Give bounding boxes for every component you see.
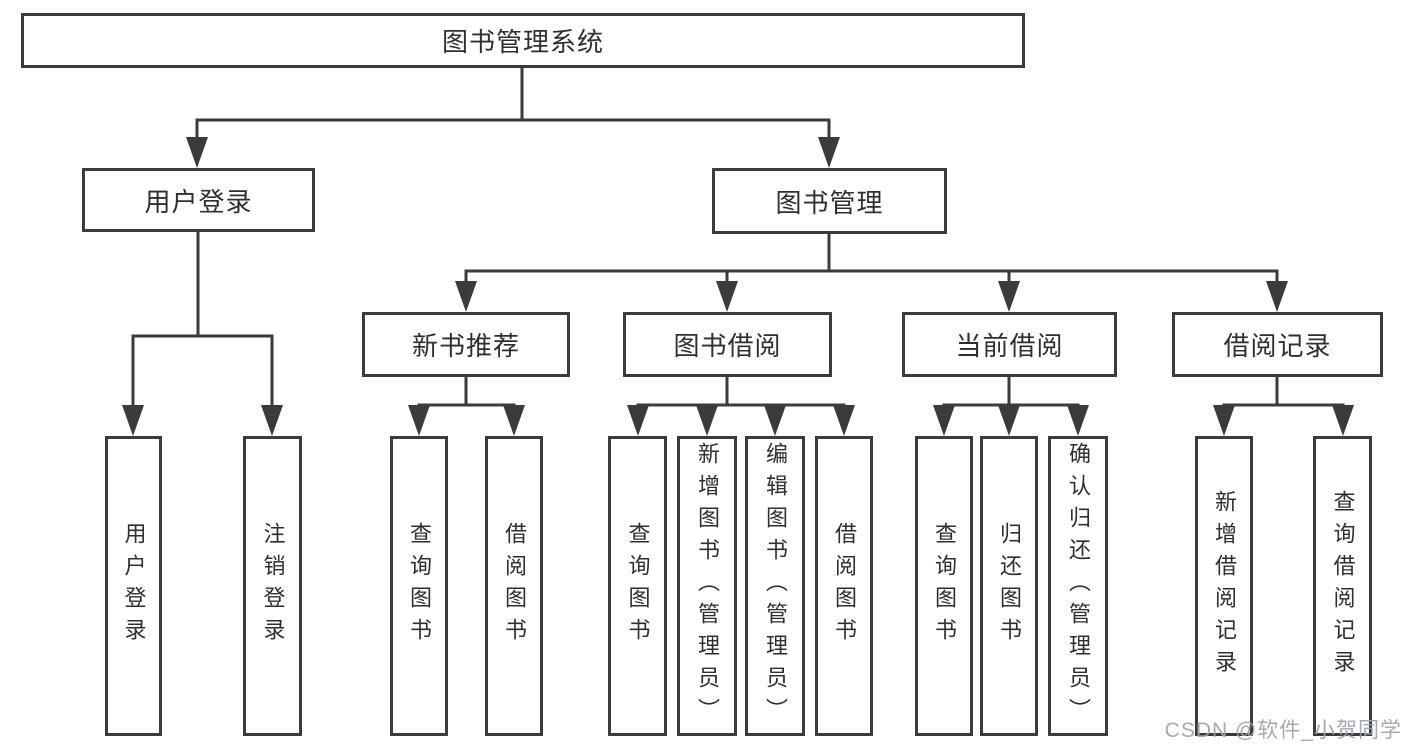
csdn-watermark: CSDN @软件_小贺同学: [1164, 719, 1402, 742]
leaf-recommend-query-book: 查询图书: [390, 436, 448, 736]
node-label: 查询图书: [625, 522, 651, 650]
leaf-borrow-query-book: 查询图书: [608, 436, 667, 736]
node-label: 注销登录: [260, 522, 286, 650]
node-label: 新增借阅记录: [1212, 490, 1237, 682]
leaf-borrow-borrow-book: 借阅图书: [815, 436, 873, 736]
leaf-current-confirm-return-admin: 确认归还（管理员）: [1048, 436, 1108, 736]
node-label: 查询图书: [932, 522, 957, 650]
leaf-current-return-book: 归还图书: [980, 436, 1038, 736]
node-new-book-recommend: 新书推荐: [362, 312, 570, 377]
leaf-record-query: 查询借阅记录: [1313, 436, 1372, 736]
node-user-login: 用户登录: [82, 168, 315, 232]
arrowheads: [122, 137, 1354, 436]
leaf-logout: 注销登录: [243, 436, 302, 736]
node-label: 借阅图书: [832, 522, 857, 650]
node-label: 查询借阅记录: [1330, 490, 1356, 682]
leaf-current-query-book: 查询图书: [915, 436, 973, 736]
leaf-record-add: 新增借阅记录: [1195, 436, 1253, 736]
node-label: 查询图书: [407, 522, 432, 650]
node-label: 当前借阅: [955, 331, 1064, 361]
node-label: 图书借阅: [673, 331, 782, 361]
node-label: 借阅图书: [502, 522, 527, 650]
node-label: 用户登录: [144, 186, 253, 217]
node-label: 用户登录: [121, 522, 147, 650]
node-label: 确认归还（管理员）: [1066, 442, 1091, 730]
node-label: 图书管理: [775, 187, 884, 218]
leaf-user-login: 用户登录: [105, 436, 162, 736]
node-label: 编辑图书（管理员）: [763, 442, 788, 730]
node-label: 新增图书（管理员）: [695, 442, 720, 730]
node-library-management-system: 图书管理系统: [21, 13, 1025, 68]
node-label: 归还图书: [997, 522, 1022, 650]
node-current-borrow: 当前借阅: [902, 312, 1117, 377]
node-label: 新书推荐: [411, 331, 520, 361]
leaf-borrow-edit-book-admin: 编辑图书（管理员）: [745, 436, 805, 736]
node-book-borrow: 图书借阅: [623, 312, 832, 377]
node-book-management: 图书管理: [712, 168, 947, 234]
node-label: 图书管理系统: [441, 27, 604, 57]
leaf-recommend-borrow-book: 借阅图书: [485, 436, 543, 736]
leaf-borrow-add-book-admin: 新增图书（管理员）: [677, 436, 737, 736]
node-borrow-record: 借阅记录: [1172, 312, 1383, 377]
connector-lines: [131, 68, 1345, 412]
node-label: 借阅记录: [1223, 331, 1332, 361]
